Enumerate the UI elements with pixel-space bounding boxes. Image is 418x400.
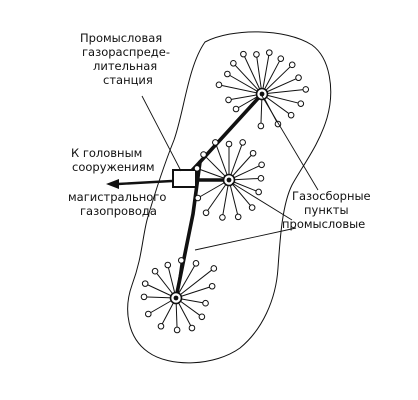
- well-spoke: [261, 77, 299, 95]
- well-point: [208, 282, 216, 290]
- well-point: [230, 59, 237, 67]
- well-point: [225, 96, 232, 104]
- well-point: [177, 257, 185, 264]
- points-label-line-2: пункты: [304, 203, 349, 217]
- well-point: [193, 165, 201, 172]
- collector-line-south: [174, 160, 202, 300]
- well-point: [297, 100, 305, 107]
- well-spoke: [214, 142, 230, 181]
- to-head-label-line-2: сооружениям: [72, 160, 155, 174]
- gathering-point-south: [140, 257, 218, 334]
- leader-point-middle: [231, 182, 293, 221]
- well-spoke: [175, 285, 213, 299]
- well-point: [249, 149, 257, 157]
- well-point: [219, 214, 226, 221]
- well-point: [302, 86, 310, 93]
- well-spoke: [261, 52, 270, 95]
- well-point: [257, 122, 265, 130]
- well-spoke: [228, 179, 239, 217]
- well-point: [234, 213, 242, 221]
- pipeline-label-line-2: газопровода: [80, 204, 157, 218]
- arrow-head-icon: [106, 179, 119, 189]
- station-label-line-1: Промысловая: [80, 31, 162, 45]
- gathering-point-dot: [259, 91, 265, 97]
- well-point: [144, 310, 152, 318]
- well-point: [200, 151, 207, 158]
- well-point: [140, 293, 148, 301]
- well-point: [215, 81, 223, 89]
- station-label-line-3: лительная: [93, 59, 157, 73]
- well-point: [258, 161, 265, 169]
- field-boundary: [127, 31, 332, 364]
- well-spoke: [255, 54, 263, 95]
- well-spoke: [218, 84, 263, 95]
- station-label-line-4: станция: [103, 73, 153, 87]
- well-spoke: [261, 58, 282, 95]
- well-point: [212, 139, 219, 146]
- well-point: [141, 280, 149, 287]
- gathering-point-dot: [173, 295, 179, 301]
- well-point: [295, 74, 302, 82]
- well-point: [198, 313, 206, 321]
- leader-point-north: [261, 95, 319, 191]
- well-point: [288, 61, 296, 69]
- well-spoke: [175, 268, 215, 299]
- well-spoke: [175, 260, 182, 299]
- well-point: [248, 204, 256, 211]
- well-point: [188, 324, 196, 332]
- well-point: [157, 322, 165, 330]
- well-point: [253, 51, 260, 58]
- well-point: [255, 188, 262, 196]
- well-point: [239, 139, 246, 146]
- to-head-label-line-1: К головным: [71, 146, 142, 160]
- well-spoke: [175, 263, 197, 299]
- well-spoke: [228, 142, 244, 181]
- well-spoke: [227, 73, 263, 95]
- well-point: [192, 260, 200, 267]
- distribution-station: [172, 169, 197, 188]
- well-point: [151, 267, 159, 275]
- well-point: [210, 265, 218, 272]
- pipeline-label-line-1: магистрального: [68, 190, 166, 204]
- well-point: [287, 111, 295, 119]
- arrow-line: [117, 179, 173, 186]
- well-point: [225, 140, 233, 148]
- well-spoke: [221, 179, 230, 218]
- station-label-line-2: газораспреде-: [82, 45, 170, 59]
- well-point: [164, 261, 172, 269]
- well-spoke: [205, 179, 230, 214]
- well-point: [240, 50, 247, 58]
- gathering-point-dot: [226, 177, 232, 183]
- well-point: [194, 194, 202, 202]
- well-spoke: [232, 62, 263, 95]
- well-point: [277, 55, 285, 62]
- well-point: [202, 299, 209, 307]
- points-label-line-1: Газосборные: [292, 189, 371, 203]
- gathering-point-middle: [193, 139, 265, 221]
- well-spoke: [242, 53, 263, 95]
- gathering-point-north: [215, 49, 310, 130]
- well-point: [257, 175, 265, 182]
- well-point: [265, 49, 273, 56]
- well-spoke: [261, 64, 293, 95]
- well-point: [202, 209, 210, 217]
- well-point: [173, 326, 181, 334]
- leader-station: [141, 95, 182, 172]
- well-point: [232, 105, 240, 113]
- well-spoke: [261, 88, 306, 95]
- points-label-line-3: промысловые: [282, 217, 365, 231]
- leader-point-south: [194, 227, 297, 251]
- well-spoke: [261, 93, 301, 105]
- well-point: [224, 70, 231, 78]
